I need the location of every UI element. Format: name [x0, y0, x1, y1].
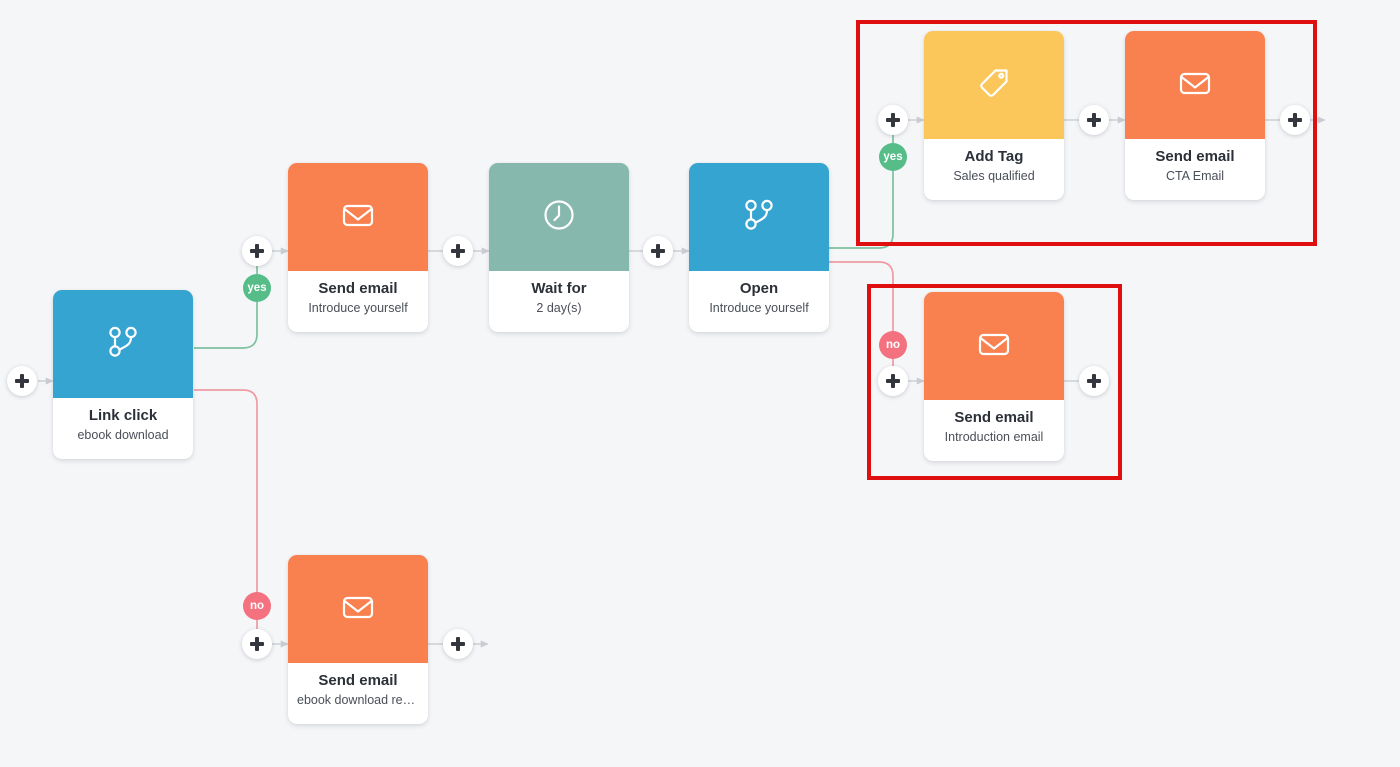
node-subtitle: 2 day(s): [536, 301, 582, 315]
plus-before-intro-mail[interactable]: [878, 366, 908, 396]
plus-after-introduce[interactable]: [443, 236, 473, 266]
node-icon-area-add-tag: [924, 31, 1064, 139]
label-open-yes: yes: [879, 143, 907, 171]
clock-icon: [535, 191, 583, 244]
node-subtitle: CTA Email: [1165, 169, 1225, 183]
node-label-area-wait-for: Wait for 2 day(s): [489, 271, 629, 332]
node-title: Open: [739, 280, 779, 297]
node-icon-area-open-introduce: [689, 163, 829, 271]
envelope-icon: [334, 583, 382, 636]
label-open-no: no: [879, 331, 907, 359]
node-label-area-link-click: Link click ebook download: [53, 398, 193, 459]
node-title: Send email: [954, 409, 1034, 426]
wire-open-no: [829, 261, 894, 338]
workflow-node-send-email-introduce[interactable]: Send email Introduce yourself: [288, 163, 428, 332]
node-icon-area-send-email-reminder: [288, 555, 428, 663]
plus-after-wait[interactable]: [643, 236, 673, 266]
workflow-node-link-click[interactable]: Link click ebook download: [53, 290, 193, 459]
branch-icon: [735, 191, 783, 244]
node-title: Add Tag: [964, 148, 1024, 165]
workflow-node-wait-for[interactable]: Wait for 2 day(s): [489, 163, 629, 332]
plus-after-add-tag[interactable]: [1079, 105, 1109, 135]
node-icon-area-send-email-cta: [1125, 31, 1265, 139]
node-title: Send email: [318, 280, 398, 297]
node-subtitle: Introduce yourself: [709, 301, 809, 315]
node-label-area-send-email-introduce: Send email Introduce yourself: [288, 271, 428, 332]
workflow-node-send-email-cta[interactable]: Send email CTA Email: [1125, 31, 1265, 200]
node-title: Link click: [88, 407, 158, 424]
node-title: Send email: [1155, 148, 1235, 165]
node-title: Wait for: [531, 280, 587, 297]
plus-before-introduce[interactable]: [242, 236, 272, 266]
envelope-icon: [970, 320, 1018, 373]
branch-icon: [99, 318, 147, 371]
node-icon-area-send-email-introduce: [288, 163, 428, 271]
plus-after-reminder[interactable]: [443, 629, 473, 659]
node-title: Send email: [318, 672, 398, 689]
node-label-area-open-introduce: Open Introduce yourself: [689, 271, 829, 332]
node-icon-area-wait-for: [489, 163, 629, 271]
node-subtitle: ebook download remin...: [297, 693, 422, 707]
label-linkclick-yes: yes: [243, 274, 271, 302]
node-subtitle: Introduce yourself: [308, 301, 408, 315]
node-label-area-send-email-cta: Send email CTA Email: [1125, 139, 1265, 200]
plus-before-reminder[interactable]: [242, 629, 272, 659]
plus-before-add-tag[interactable]: [878, 105, 908, 135]
node-subtitle: Introduction email: [944, 430, 1044, 444]
workflow-node-add-tag[interactable]: Add Tag Sales qualified: [924, 31, 1064, 200]
envelope-icon: [334, 191, 382, 244]
label-linkclick-no: no: [243, 592, 271, 620]
tag-icon: [970, 59, 1018, 112]
plus-after-cta[interactable]: [1280, 105, 1310, 135]
plus-entry[interactable]: [7, 366, 37, 396]
envelope-icon: [1171, 59, 1219, 112]
node-icon-area-link-click: [53, 290, 193, 398]
workflow-node-open-introduce[interactable]: Open Introduce yourself: [689, 163, 829, 332]
node-subtitle: ebook download: [77, 428, 169, 442]
node-subtitle: Sales qualified: [953, 169, 1035, 183]
node-icon-area-send-email-introduction: [924, 292, 1064, 400]
workflow-node-send-email-reminder[interactable]: Send email ebook download remin...: [288, 555, 428, 724]
node-label-area-add-tag: Add Tag Sales qualified: [924, 139, 1064, 200]
workflow-node-send-email-introduction[interactable]: Send email Introduction email: [924, 292, 1064, 461]
plus-after-intro-mail[interactable]: [1079, 366, 1109, 396]
wire-linkclick-no: [194, 389, 258, 600]
node-label-area-send-email-reminder: Send email ebook download remin...: [288, 663, 428, 724]
node-label-area-send-email-introduction: Send email Introduction email: [924, 400, 1064, 461]
